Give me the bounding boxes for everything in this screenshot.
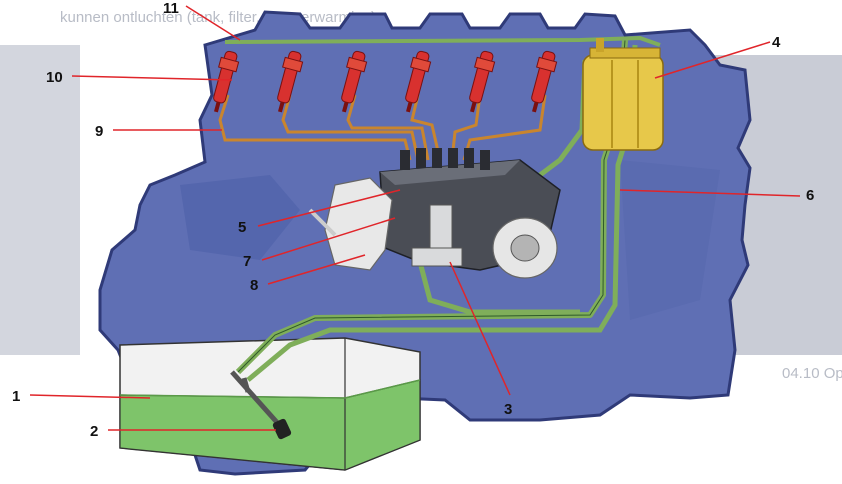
injector-1 [213, 50, 240, 113]
callout-label-5: 5 [238, 219, 246, 236]
callout-label-8: 8 [250, 277, 258, 294]
callout-label-6: 6 [806, 187, 814, 204]
callout-label-4: 4 [772, 34, 781, 51]
injector-5 [469, 50, 496, 113]
pump-supply-line [417, 261, 580, 315]
callout-label-1: 1 [12, 388, 20, 405]
callout-label-2: 2 [90, 423, 98, 440]
callout-label-9: 9 [95, 123, 103, 140]
tank-fuel-surface [119, 379, 421, 399]
injector-line-5 [450, 94, 482, 161]
engine-shade-left [180, 175, 300, 260]
injector-6 [531, 50, 558, 113]
leak-off-rail [224, 35, 661, 47]
callout-line-11 [185, 5, 241, 41]
callout-label-3: 3 [504, 401, 512, 418]
injector-line-2 [281, 94, 420, 161]
pump-drive-housing [324, 177, 393, 271]
callout-line-6 [619, 189, 801, 197]
strainer [272, 418, 292, 440]
injector-3 [341, 50, 368, 113]
engine-shade-right [620, 160, 720, 320]
return-pipe [241, 377, 251, 393]
injector-line-1 [218, 94, 412, 161]
callout-line-7 [261, 217, 396, 261]
callout-line-8 [267, 254, 366, 285]
callout-line-10 [71, 75, 233, 81]
callout-label-7: 7 [243, 253, 251, 270]
callout-line-3 [449, 261, 511, 396]
injector-line-3 [346, 94, 430, 161]
pump-gear-hub [510, 234, 540, 262]
background-text-top: kunnen ontluchten (tank, filter, voorver… [60, 9, 376, 26]
background-text-caption: 04.10 Opvoersyst ... 04.12 ... brandstof [782, 365, 842, 382]
injector-2 [277, 50, 304, 113]
callout-line-1 [29, 394, 151, 399]
callout-line-5 [257, 189, 401, 227]
pump-lever [308, 208, 337, 237]
callout-label-11: 11 [163, 0, 179, 17]
left-gray-panel [0, 45, 80, 355]
callout-line-4 [654, 41, 771, 79]
injector-4 [405, 50, 432, 113]
pickup-pipe [230, 370, 284, 430]
fuel-filter [582, 38, 664, 151]
callout-label-10: 10 [46, 69, 63, 86]
injector-line-4 [410, 94, 442, 161]
